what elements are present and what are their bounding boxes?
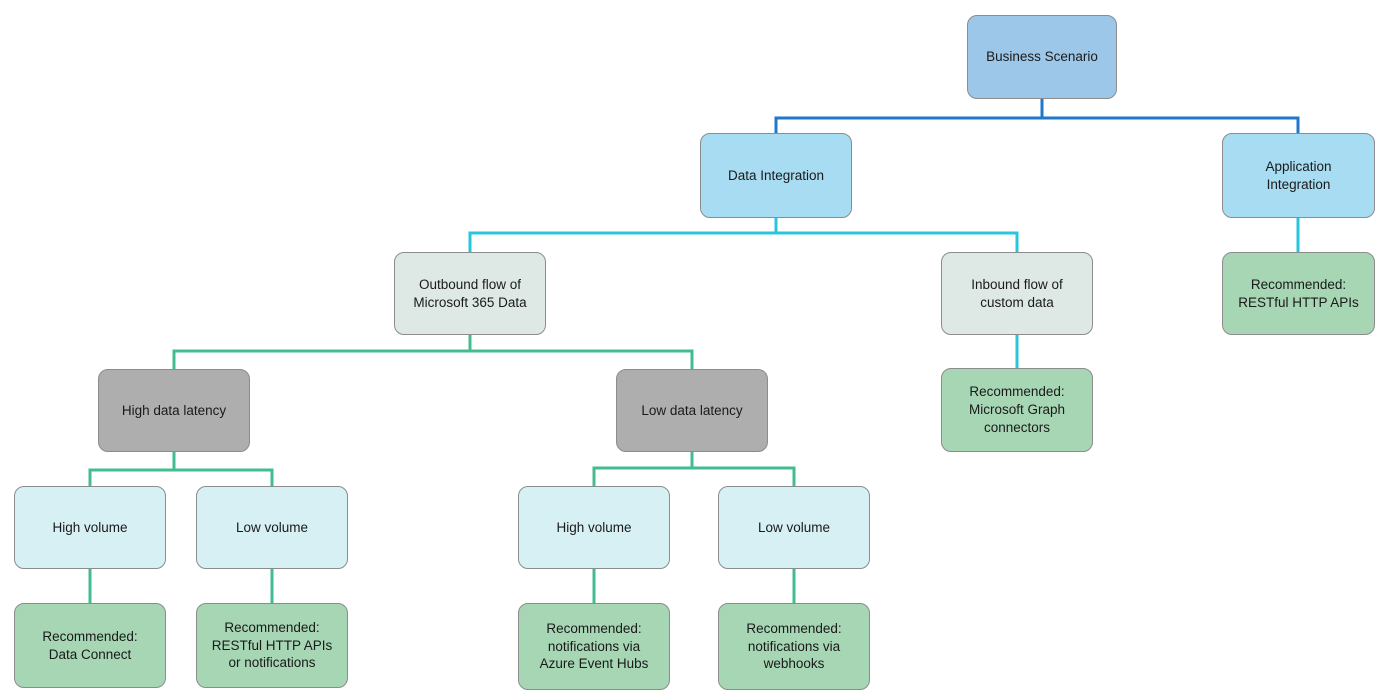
connector-green-9 [88, 468, 274, 486]
connector-cyan-3 [468, 231, 1019, 252]
node-outbound-flow: Outbound flow of Microsoft 365 Data [394, 252, 546, 335]
connector-blue-1 [774, 116, 1300, 133]
node-business-scenario: Business Scenario [967, 15, 1117, 99]
node-high-data-latency: High data latency [98, 369, 250, 452]
node-low-volume-low-latency: Low volume [718, 486, 870, 569]
node-rec-restful-http-apis: Recommended: RESTful HTTP APIs [1222, 252, 1375, 335]
node-application-integration: Application Integration [1222, 133, 1375, 218]
node-rec-restful-or-notifications: Recommended: RESTful HTTP APIs or notifi… [196, 603, 348, 688]
connector-green-11 [592, 466, 796, 486]
node-low-data-latency: Low data latency [616, 369, 768, 452]
node-high-volume-high-latency: High volume [14, 486, 166, 569]
node-rec-azure-event-hubs: Recommended: notifications via Azure Eve… [518, 603, 670, 690]
node-rec-data-connect: Recommended: Data Connect [14, 603, 166, 688]
node-rec-graph-connectors: Recommended: Microsoft Graph connectors [941, 368, 1093, 452]
connector-green-7 [172, 349, 694, 369]
node-low-volume-high-latency: Low volume [196, 486, 348, 569]
node-data-integration: Data Integration [700, 133, 852, 218]
node-high-volume-low-latency: High volume [518, 486, 670, 569]
node-inbound-flow: Inbound flow of custom data [941, 252, 1093, 335]
node-rec-webhooks: Recommended: notifications via webhooks [718, 603, 870, 690]
